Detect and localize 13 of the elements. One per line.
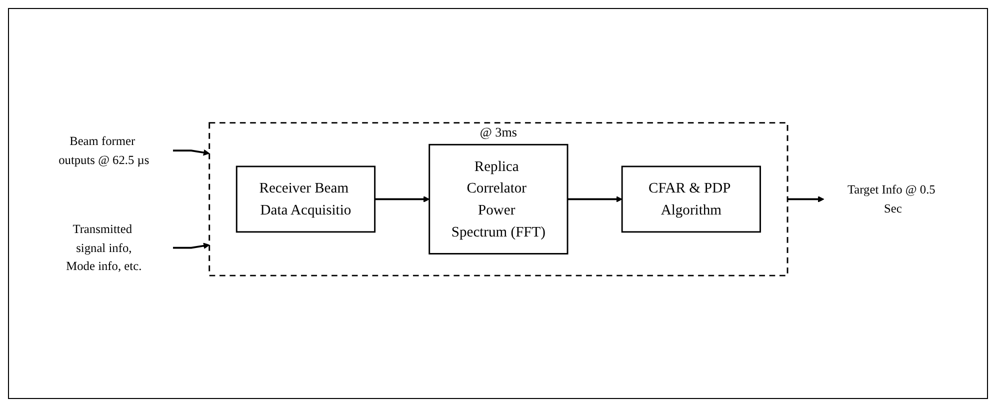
node-text: Target Info @ 0.5 Sec: [847, 182, 935, 215]
node-text: Transmitted signal info, Mode info, etc.: [66, 222, 142, 273]
arrow: [172, 149, 210, 156]
arrow: [787, 196, 824, 202]
node-box: [235, 165, 376, 232]
outer-frame: @ 3ms Receiver Beam Data Acquisitio Replica Correlator Power Spectrum (FFT) CFAR & PDP Algorithm Beam former outputs @ 62.5 µs Transmitted signal info, Mode info, etc. Target Info @ 0.5 Sec: [8, 8, 988, 399]
node-text: Beam former outputs @ 62.5 µs: [58, 134, 149, 166]
arrow: [374, 196, 430, 202]
node-box: [620, 165, 761, 232]
arrow: [172, 242, 210, 249]
cluster: [208, 122, 788, 276]
node-box: [428, 144, 568, 254]
arrow: [567, 196, 622, 202]
